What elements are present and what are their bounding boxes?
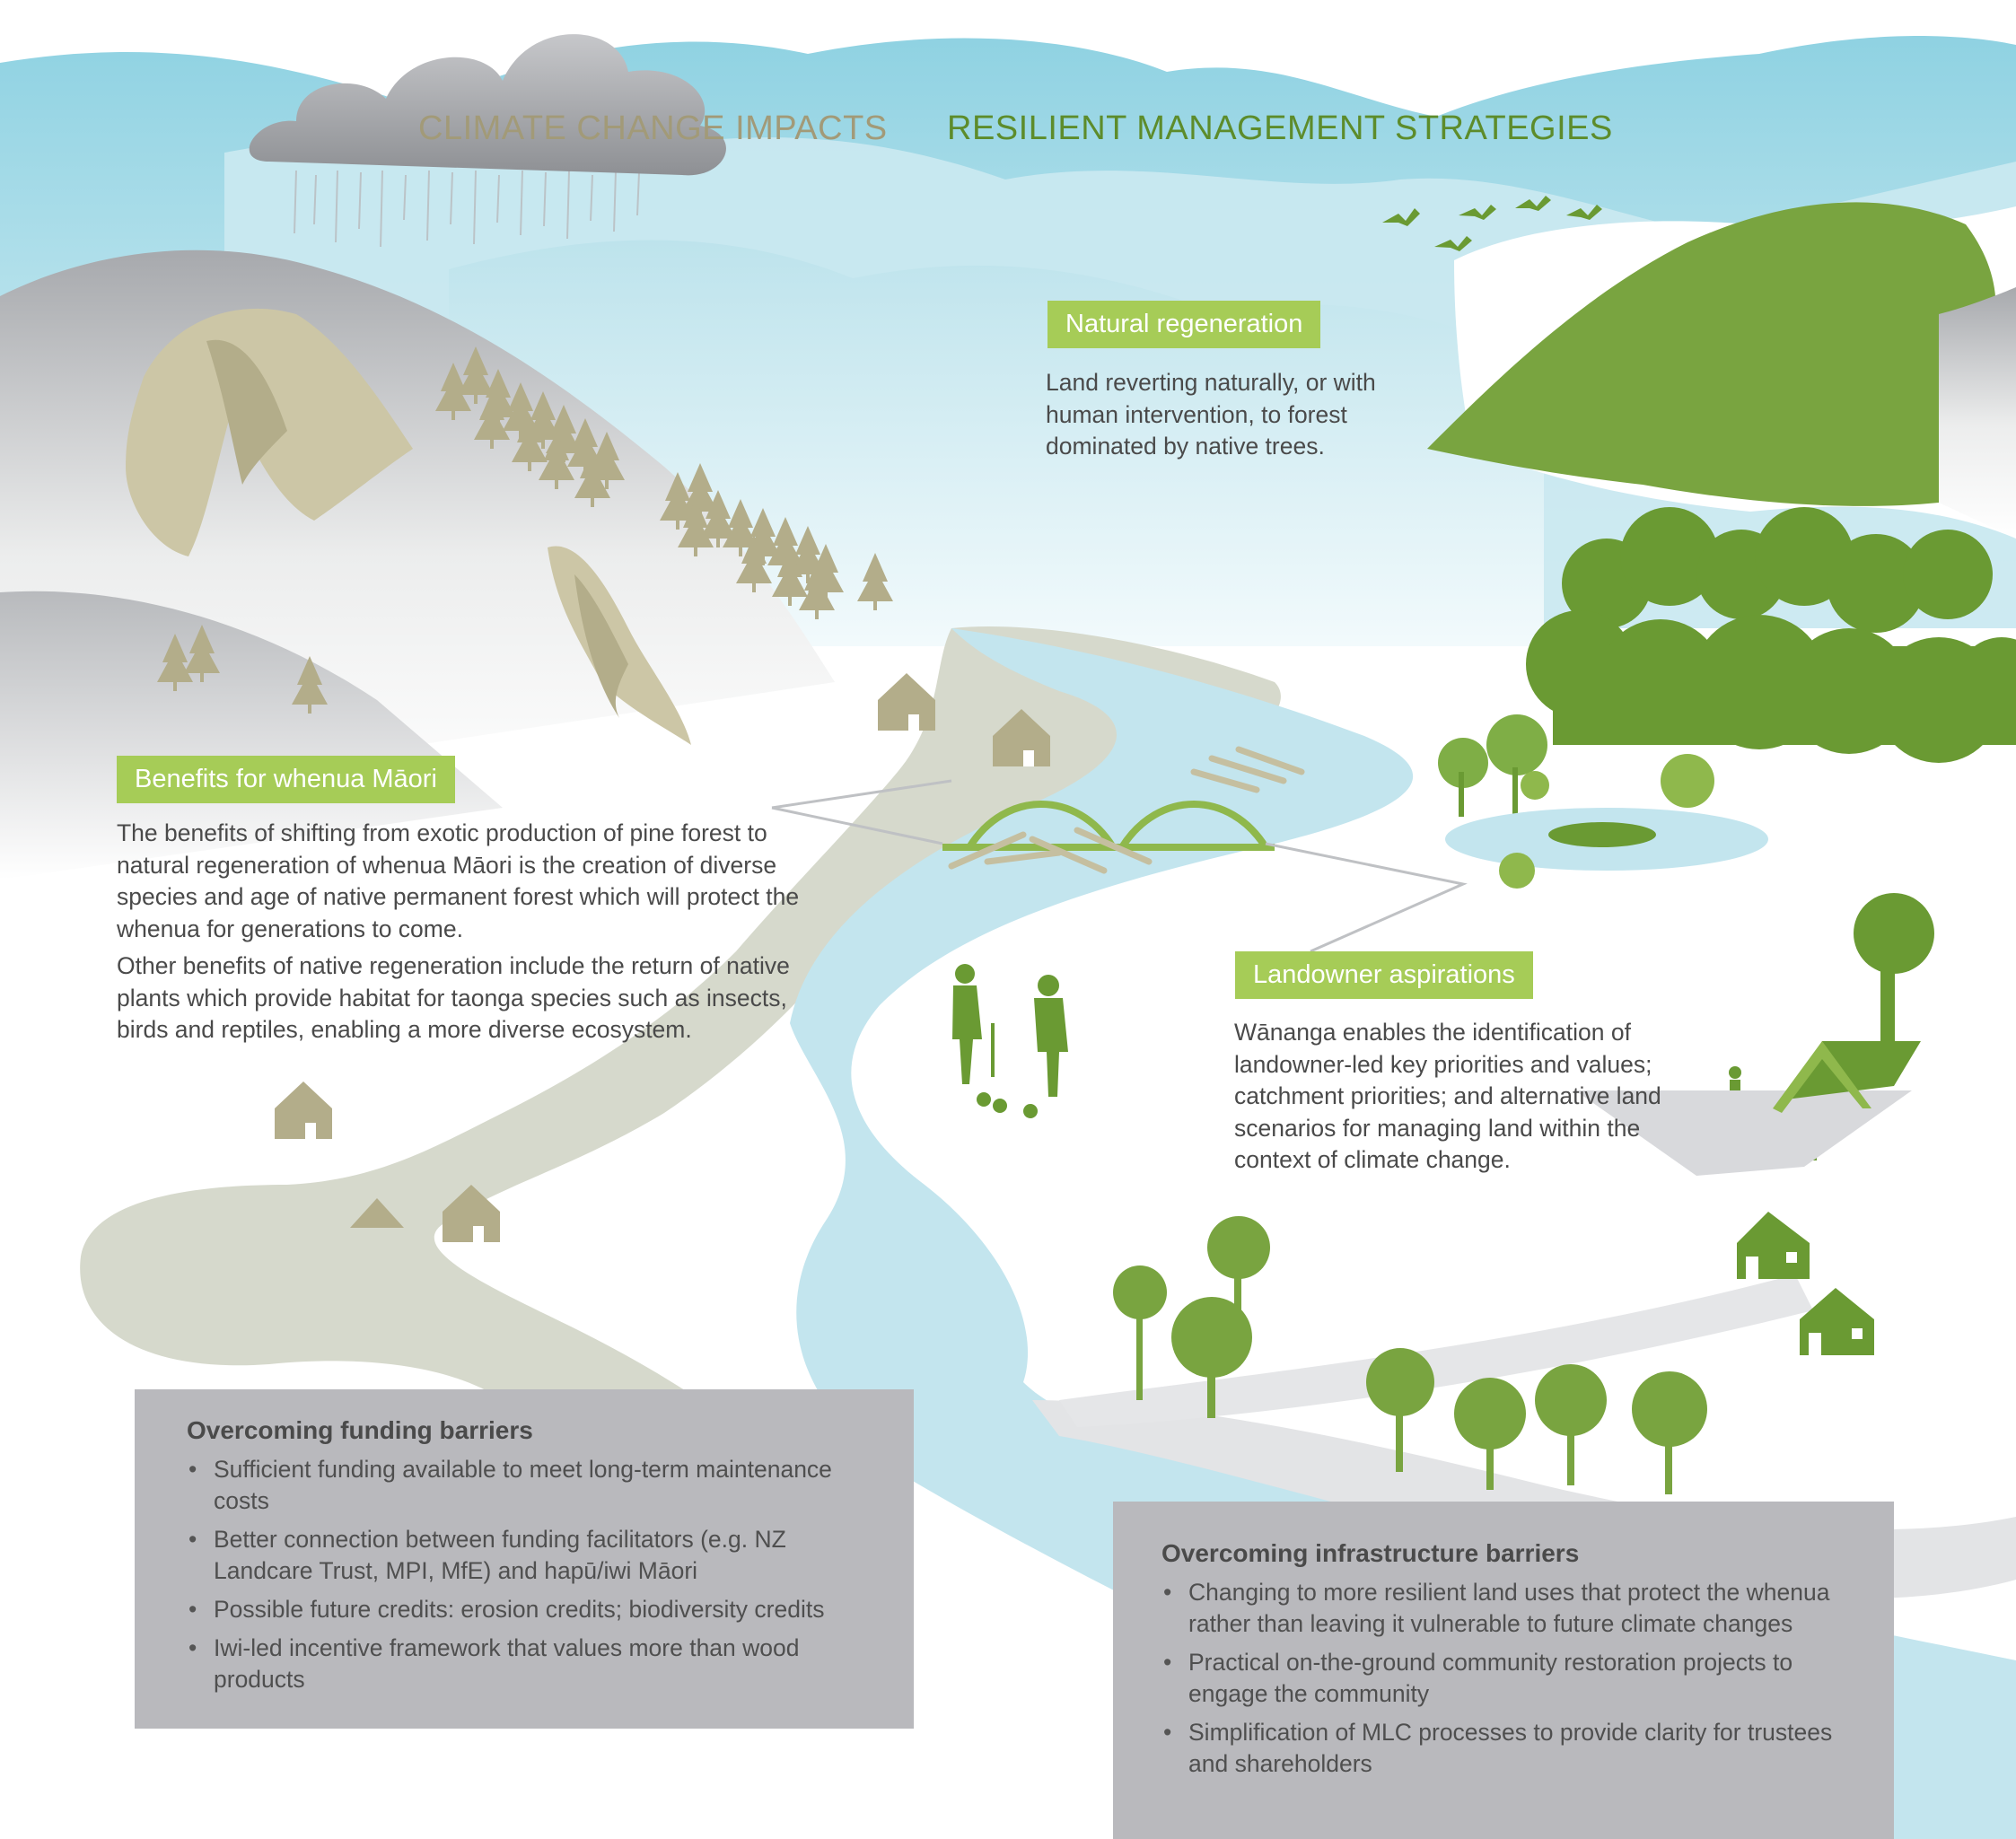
- bridge-icon: [942, 746, 1305, 874]
- funding-barriers-panel: Overcoming funding barriers Sufficient f…: [135, 1389, 914, 1729]
- natural-regeneration-tag: Natural regeneration: [1047, 301, 1321, 348]
- list-item: Changing to more resilient land uses tha…: [1161, 1577, 1858, 1640]
- infrastructure-barriers-title: Overcoming infrastructure barriers: [1161, 1539, 1580, 1567]
- benefits-paragraph-1: The benefits of shifting from exotic pro…: [117, 819, 800, 942]
- list-item: Iwi-led incentive framework that values …: [187, 1633, 878, 1695]
- house-icon: [275, 673, 1050, 1242]
- landowner-aspirations-tag: Landowner aspirations: [1235, 951, 1533, 999]
- list-item: Simplification of MLC processes to provi…: [1161, 1717, 1858, 1780]
- climate-change-impacts-heading: CLIMATE CHANGE IMPACTS: [418, 109, 888, 147]
- benefits-tag: Benefits for whenua Māori: [117, 756, 455, 803]
- river: [790, 628, 2016, 1839]
- resilient-management-strategies-heading: RESILIENT MANAGEMENT STRATEGIES: [947, 109, 1613, 147]
- landowner-aspirations-text: Wānanga enables the identification of la…: [1234, 1019, 1661, 1173]
- list-item: Possible future credits: erosion credits…: [187, 1594, 878, 1625]
- native-forest-hill: [1427, 202, 1996, 506]
- natural-regeneration-text: Land reverting naturally, or with human …: [1046, 369, 1376, 460]
- list-item: Sufficient funding available to meet lon…: [187, 1454, 878, 1517]
- list-item: Better connection between funding facili…: [187, 1524, 878, 1587]
- infrastructure-barriers-panel: Overcoming infrastructure barriers Chang…: [1113, 1502, 1894, 1839]
- storm-cloud-icon: [249, 34, 726, 248]
- wharenui-icon: [1575, 893, 1934, 1176]
- list-item: Practical on-the-ground community restor…: [1161, 1647, 1858, 1710]
- funding-barriers-list: Sufficient funding available to meet lon…: [187, 1454, 878, 1695]
- funding-barriers-title: Overcoming funding barriers: [187, 1416, 533, 1444]
- infrastructure-barriers-list: Changing to more resilient land uses tha…: [1161, 1577, 1858, 1780]
- benefits-text: The benefits of shifting from exotic pro…: [117, 818, 817, 1052]
- benefits-paragraph-2: Other benefits of native regeneration in…: [117, 952, 790, 1043]
- native-tree-icon: [1438, 507, 2016, 817]
